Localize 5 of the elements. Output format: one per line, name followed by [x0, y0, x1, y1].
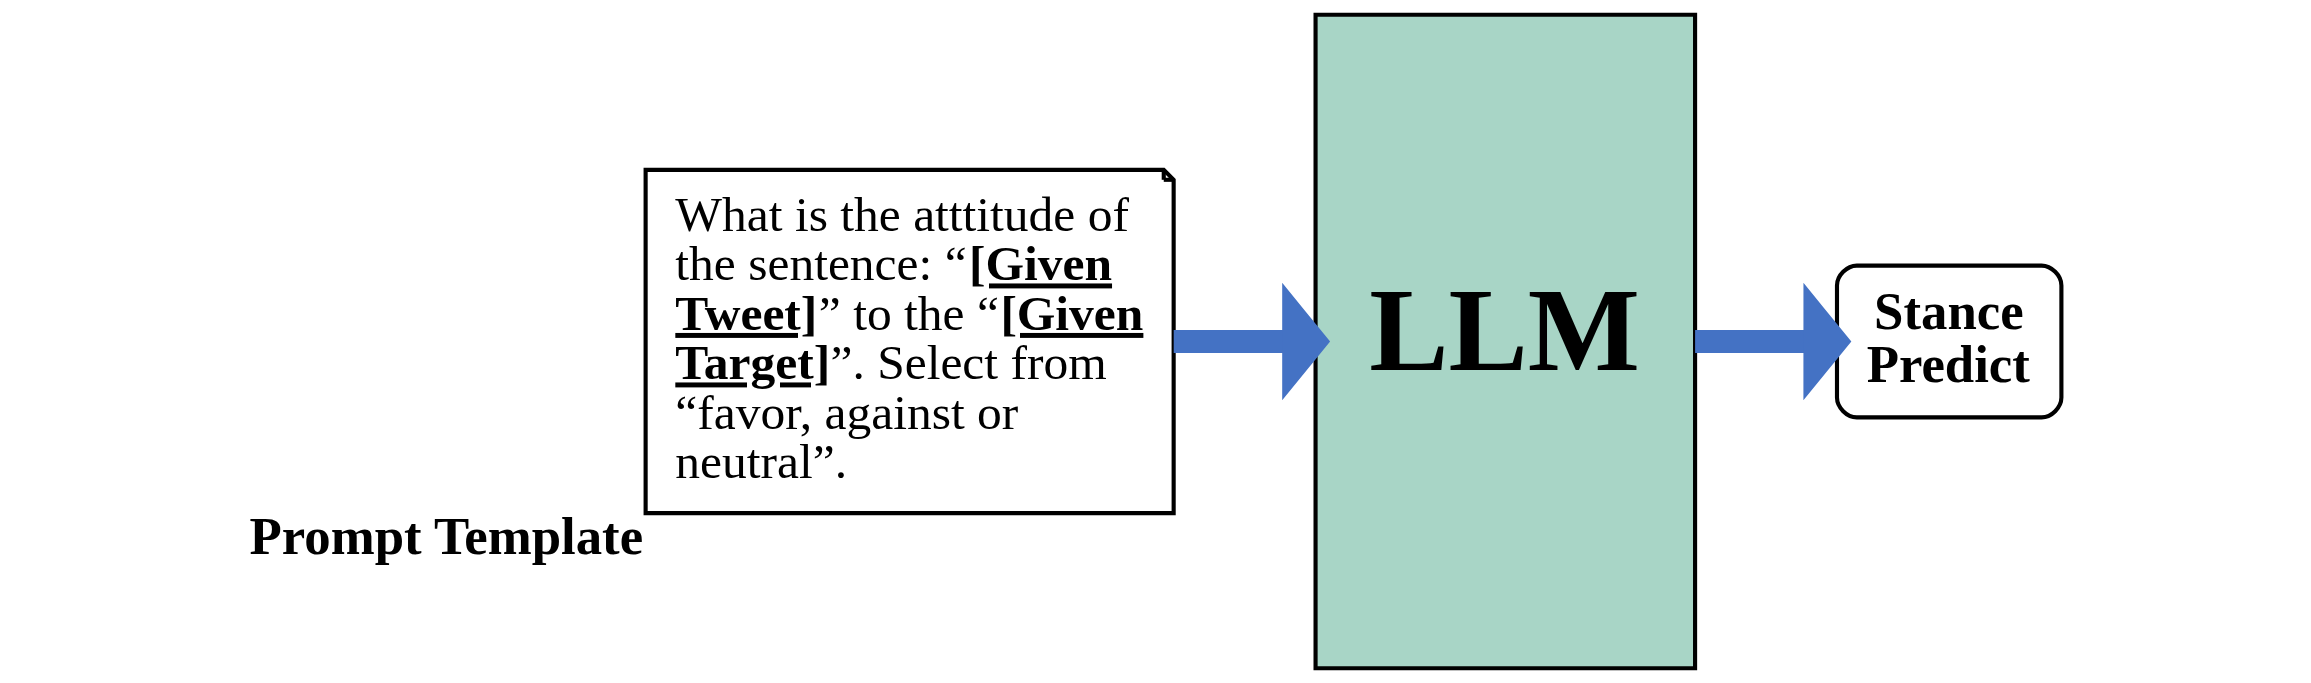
node-box: LLM — [1313, 12, 1698, 671]
arrow — [1695, 282, 1852, 401]
node-label: Prompt Template — [249, 506, 644, 565]
node-box: Stance Predict — [1834, 263, 2064, 420]
arrow — [1173, 282, 1331, 401]
